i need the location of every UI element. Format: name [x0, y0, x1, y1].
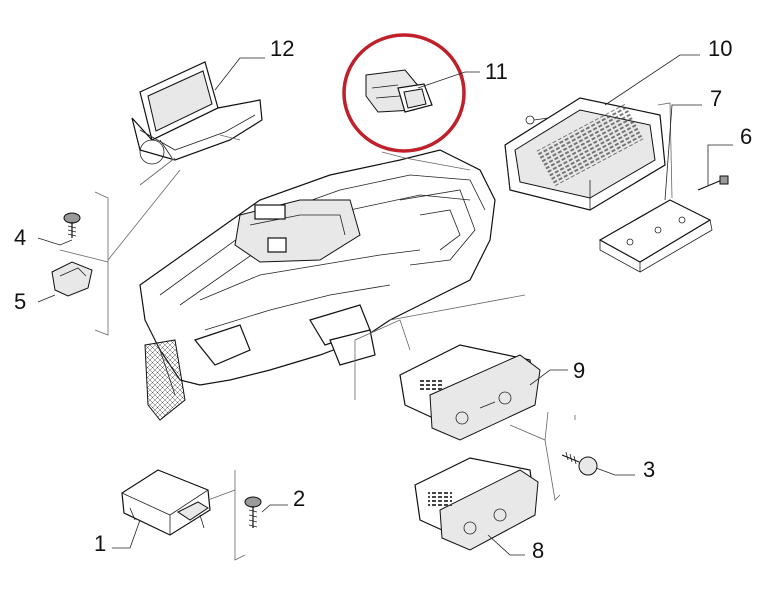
part-3-screw [561, 451, 598, 476]
leader-lines [37, 54, 733, 556]
callout-labels: 12 11 10 7 6 4 5 9 3 8 1 2 [14, 36, 752, 563]
callout-4: 4 [14, 225, 26, 250]
callout-7: 7 [710, 86, 722, 111]
group-lines [59, 102, 673, 561]
part-4-bolt [63, 212, 81, 238]
callout-1: 1 [94, 531, 106, 556]
part-10-module [504, 97, 666, 211]
part-8-control-panel [414, 457, 539, 551]
callout-2: 2 [293, 486, 305, 511]
dashboard-assembly [139, 149, 496, 421]
part-9-control-panel [399, 344, 541, 441]
part-7-bracket [598, 199, 713, 273]
callout-9: 9 [573, 358, 585, 383]
callout-8: 8 [532, 538, 544, 563]
callout-12: 12 [270, 36, 294, 61]
callout-10: 10 [708, 36, 732, 61]
part-2-bolt [244, 496, 262, 528]
callout-5: 5 [14, 289, 26, 314]
callout-3: 3 [643, 457, 655, 482]
callout-11: 11 [485, 59, 508, 84]
part-6-screw [697, 175, 729, 191]
part-11-switch [365, 69, 433, 113]
part-1-control-unit [121, 469, 211, 536]
highlight-circle [342, 33, 466, 153]
part-12-display [131, 61, 263, 165]
callout-6: 6 [740, 124, 752, 149]
part-5-clip [51, 261, 93, 297]
